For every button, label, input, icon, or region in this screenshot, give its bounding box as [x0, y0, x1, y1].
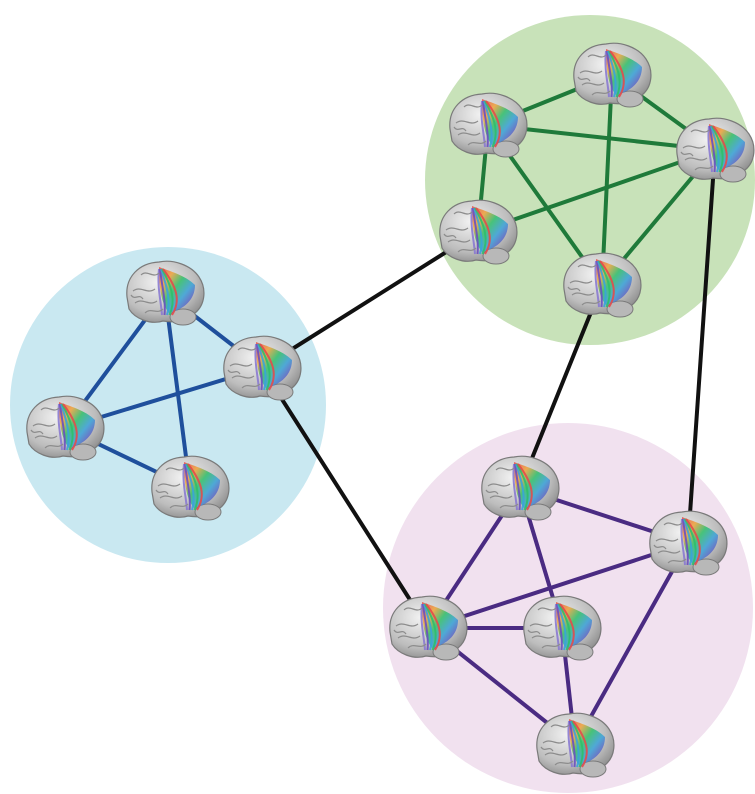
inter-edge-g3-p2	[686, 148, 717, 545]
intra-edge-b1-b4	[163, 291, 192, 490]
brain-node-p3	[389, 595, 468, 661]
brain-node-p1	[481, 455, 560, 521]
brain-node-b2	[223, 335, 302, 401]
intra-edge-g2-g5	[600, 73, 614, 287]
brain-nodes	[26, 42, 755, 778]
brain-node-g3	[676, 117, 755, 183]
intra-edge-p2-p5	[573, 541, 690, 747]
community-circles	[10, 15, 755, 793]
intra-edge-p2-p3	[426, 541, 690, 630]
brain-node-g2	[573, 42, 652, 108]
inter-edge-g5-p1	[518, 283, 604, 490]
brain-node-b3	[26, 395, 105, 461]
inter-edge-b2-g4	[260, 230, 480, 370]
inter-edge-b2-p3	[260, 366, 430, 630]
intra-edge-g3-g4	[476, 148, 717, 234]
brain-node-p5	[536, 712, 615, 778]
brain-node-g5	[563, 252, 642, 318]
brain-node-g4	[439, 199, 518, 265]
brain-node-p4	[523, 595, 602, 661]
brain-node-g1	[449, 92, 528, 158]
community-circle-blue	[10, 247, 326, 563]
brain-node-b4	[151, 455, 230, 521]
brain-node-p2	[649, 510, 728, 576]
brain-node-b1	[126, 260, 205, 326]
